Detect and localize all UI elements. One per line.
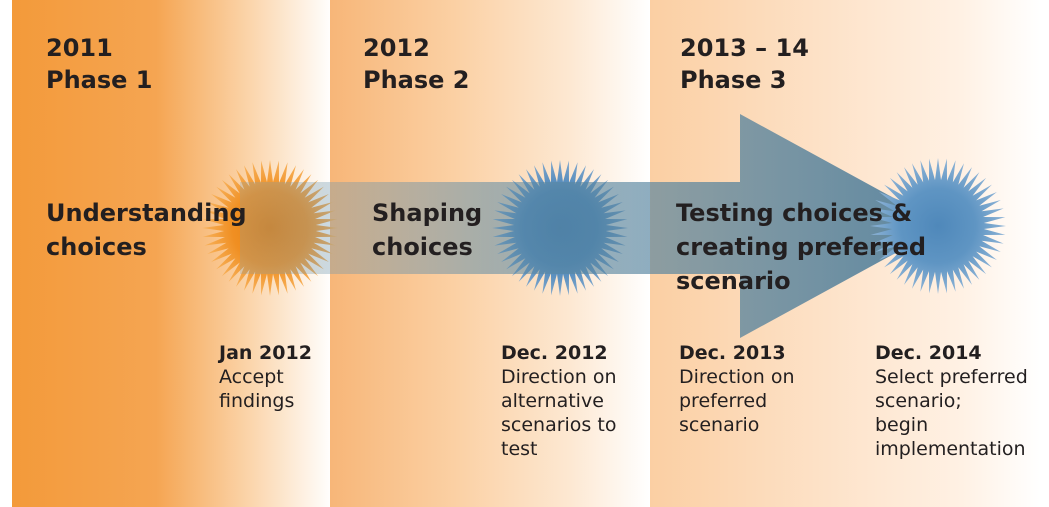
stage-label-understanding: Understanding choices xyxy=(46,199,247,261)
phase-3-year: 2013 – 14 xyxy=(680,34,809,62)
milestone-4-burst xyxy=(870,158,1006,294)
milestone-1-description: Accept findings xyxy=(219,366,295,412)
milestone-3: Dec. 2013 Direction on preferred scenari… xyxy=(679,341,795,437)
milestone-1: Jan 2012 Accept findings xyxy=(219,341,312,413)
stage-label-testing: Testing choices & creating preferred sce… xyxy=(676,199,926,295)
milestone-3-description: Direction on preferred scenario xyxy=(679,366,795,436)
milestone-4-date: Dec. 2014 xyxy=(875,342,982,364)
phase-2-name: Phase 2 xyxy=(363,66,470,94)
milestone-4: Dec. 2014 Select preferred scenario; beg… xyxy=(875,341,1028,461)
milestone-2: Dec. 2012 Direction on alternative scena… xyxy=(501,341,617,461)
phase-2-title: 2012 Phase 2 xyxy=(363,32,470,96)
milestone-1-date: Jan 2012 xyxy=(219,342,312,364)
phase-1-year: 2011 xyxy=(46,34,113,62)
phase-1-name: Phase 1 xyxy=(46,66,153,94)
stage-label-shaping: Shaping choices xyxy=(372,199,483,261)
phase-3-name: Phase 3 xyxy=(680,66,787,94)
phase-1-title: 2011 Phase 1 xyxy=(46,32,153,96)
milestone-4-description: Select preferred scenario; begin impleme… xyxy=(875,366,1028,460)
phase-3-title: 2013 – 14 Phase 3 xyxy=(680,32,809,96)
milestone-2-description: Direction on alternative scenarios to te… xyxy=(501,366,617,460)
phase-2-year: 2012 xyxy=(363,34,430,62)
milestone-2-date: Dec. 2012 xyxy=(501,342,608,364)
timeline-arrow xyxy=(240,114,945,338)
milestone-3-date: Dec. 2013 xyxy=(679,342,786,364)
